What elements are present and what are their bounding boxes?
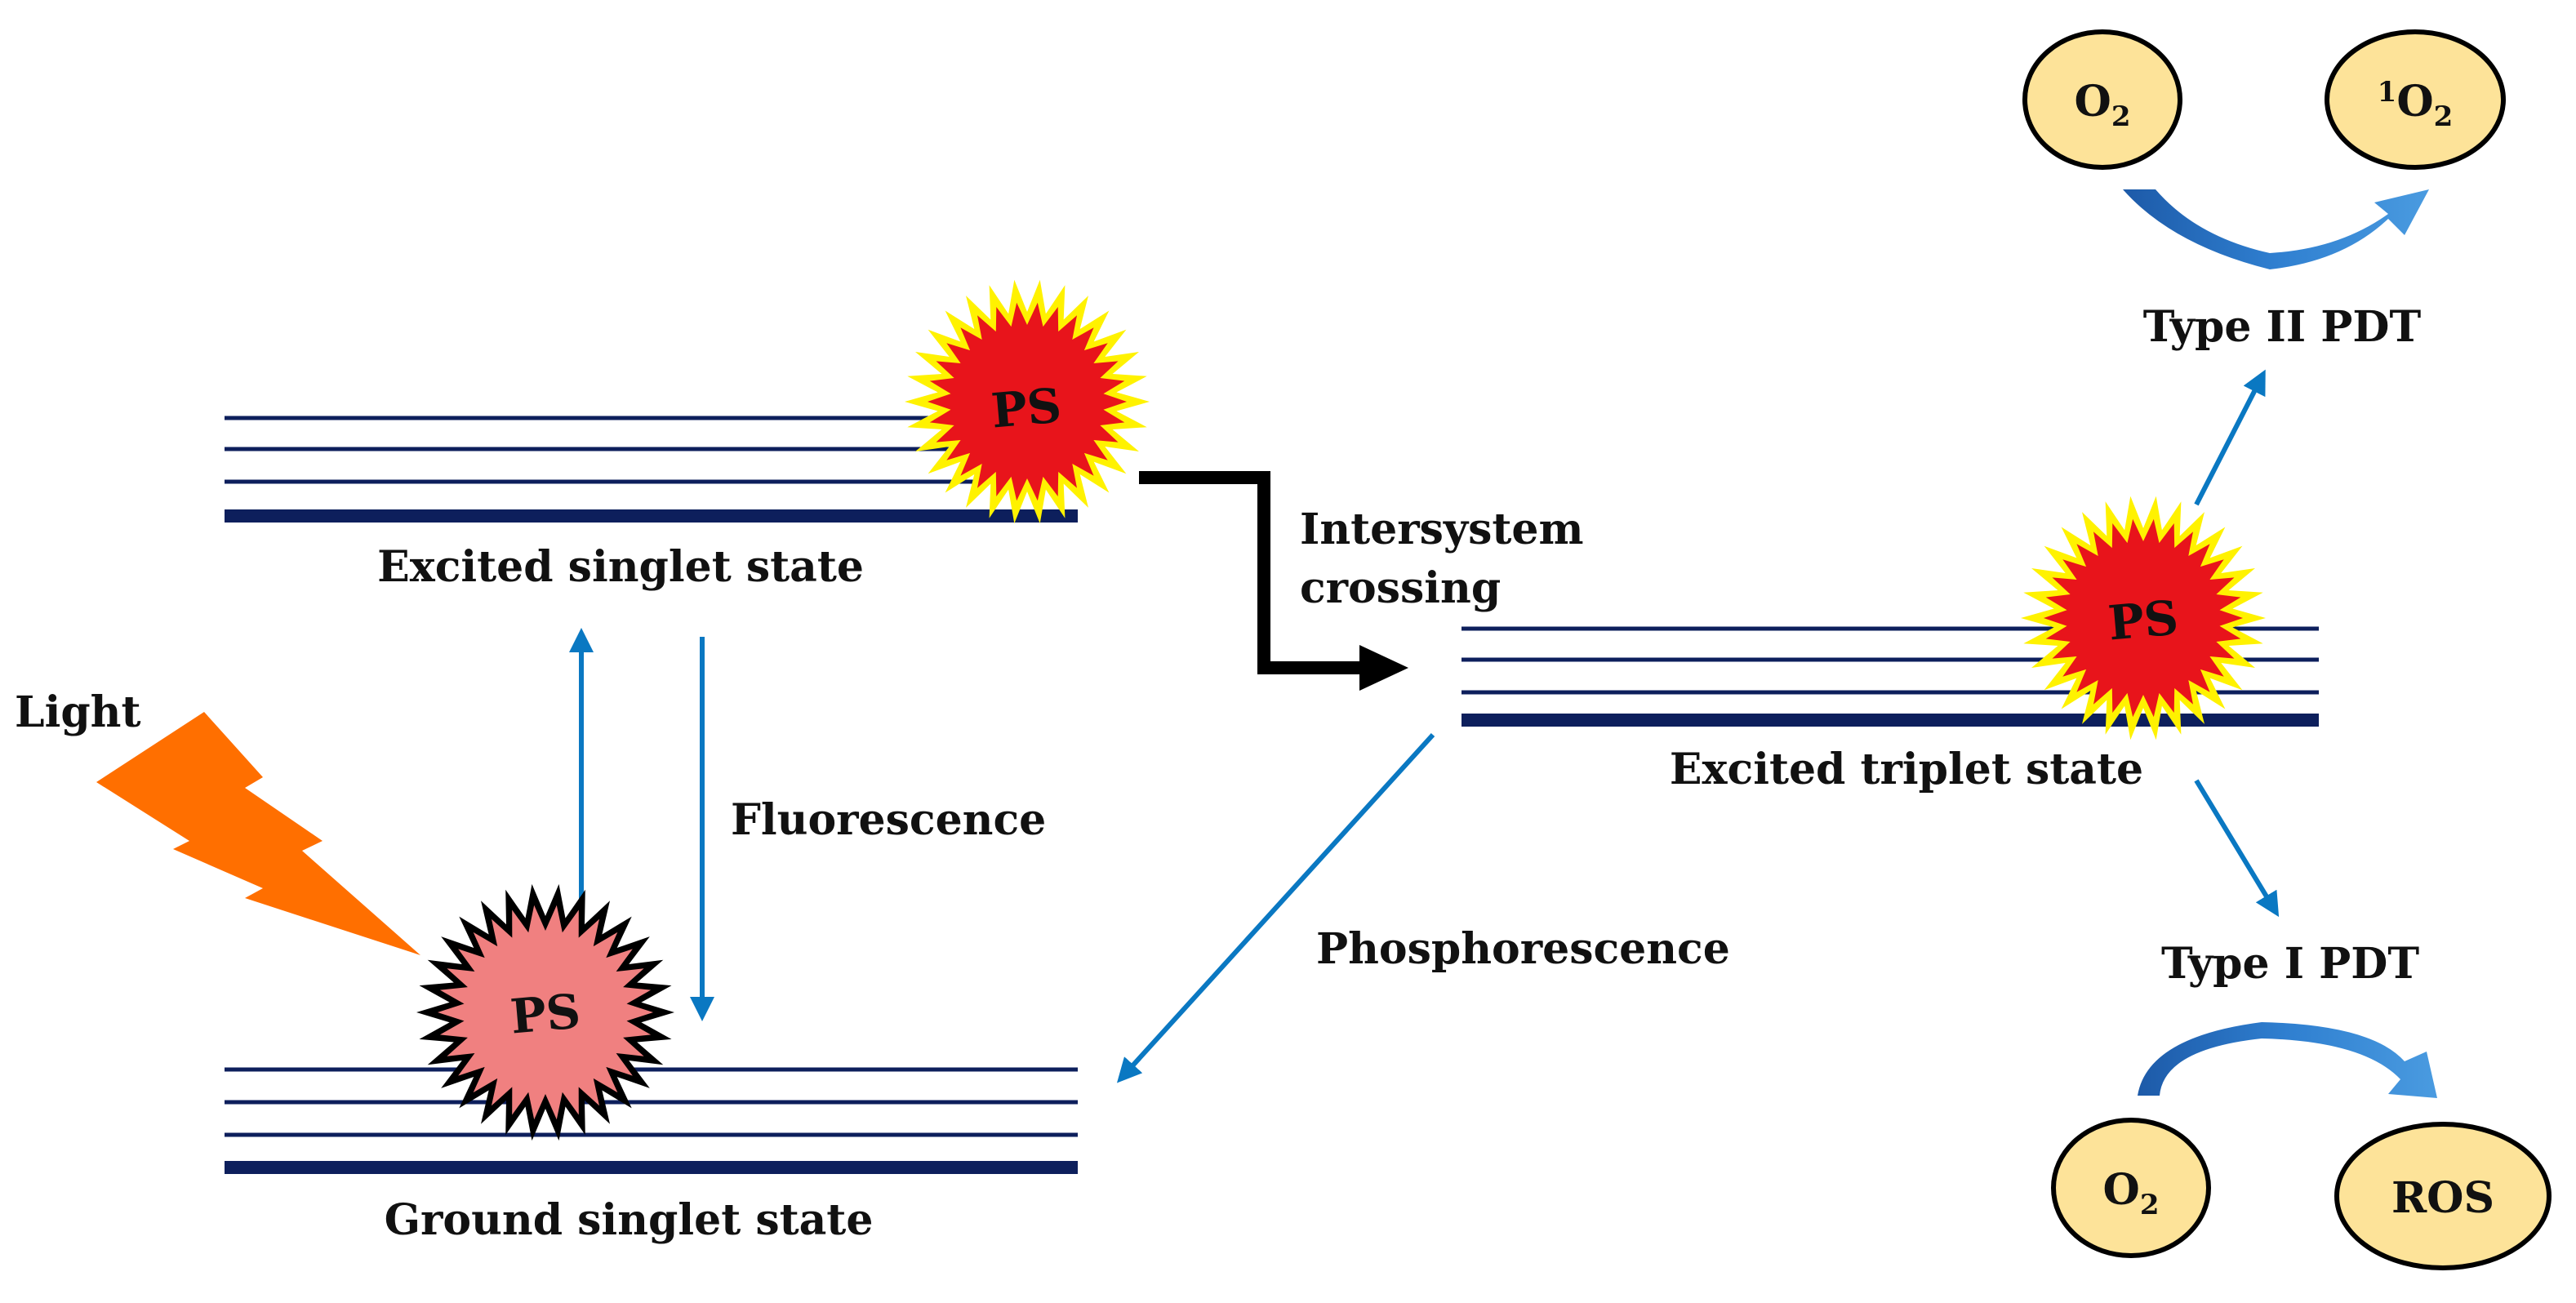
ps-excited-singlet: PS [905,279,1150,524]
type2-reactant-label: O2 [2075,77,2131,133]
intersystem-label-line2: crossing [1300,563,1501,613]
light-label: Light [15,687,141,737]
excited-triplet-state-label: Excited triplet state [1670,745,2143,794]
type1-product-circle [2334,1122,2552,1270]
type1-label: Type I PDT [2161,939,2419,989]
phosphorescence-label: Phosphorescence [1316,924,1730,974]
fluorescence-label: Fluorescence [731,795,1046,845]
type2-branch-arrow [2194,369,2266,506]
ps-label-triplet: PS [2106,589,2180,651]
type2-product-circle [2325,29,2506,170]
type1-curved-arrow [2138,1022,2437,1098]
type1-reactant-sub: 2 [2140,1189,2160,1221]
ground-singlet-state-label: Ground singlet state [385,1195,874,1245]
intersystem-label-line1: Intersystem [1300,505,1584,554]
type1-branch-arrow [2194,779,2280,918]
type1-product-label: ROS [2391,1173,2494,1223]
type2-reactant-base: O [2075,77,2111,127]
type2-curved-arrow [2123,189,2429,269]
type2-label: Type II PDT [2143,302,2422,352]
type2-product-sub: 2 [2434,100,2454,133]
ps-triplet: PS [2021,496,2266,740]
type2-product-sup: 1 [2378,76,2397,109]
type1-reactant-circle [2051,1118,2211,1258]
type2-product-base: O [2396,77,2433,127]
ground-singlet-levels [225,1067,1078,1174]
light-bolt-icon [96,712,420,955]
ps-label-ground: PS [508,983,582,1044]
ps-label-excited-singlet: PS [989,377,1063,438]
type2-product-label: 1O2 [2378,76,2454,133]
intersystem-crossing-arrow [1139,471,1408,691]
ps-ground: PS [416,883,674,1141]
type2-reactant-sub: 2 [2111,100,2131,133]
type1-reactant-label: O2 [2103,1165,2160,1221]
excited-singlet-state-label: Excited singlet state [377,542,864,592]
type2-reactant-circle [2022,29,2182,170]
type1-reactant-base: O [2103,1165,2140,1215]
phosphorescence-arrow [1116,732,1435,1083]
